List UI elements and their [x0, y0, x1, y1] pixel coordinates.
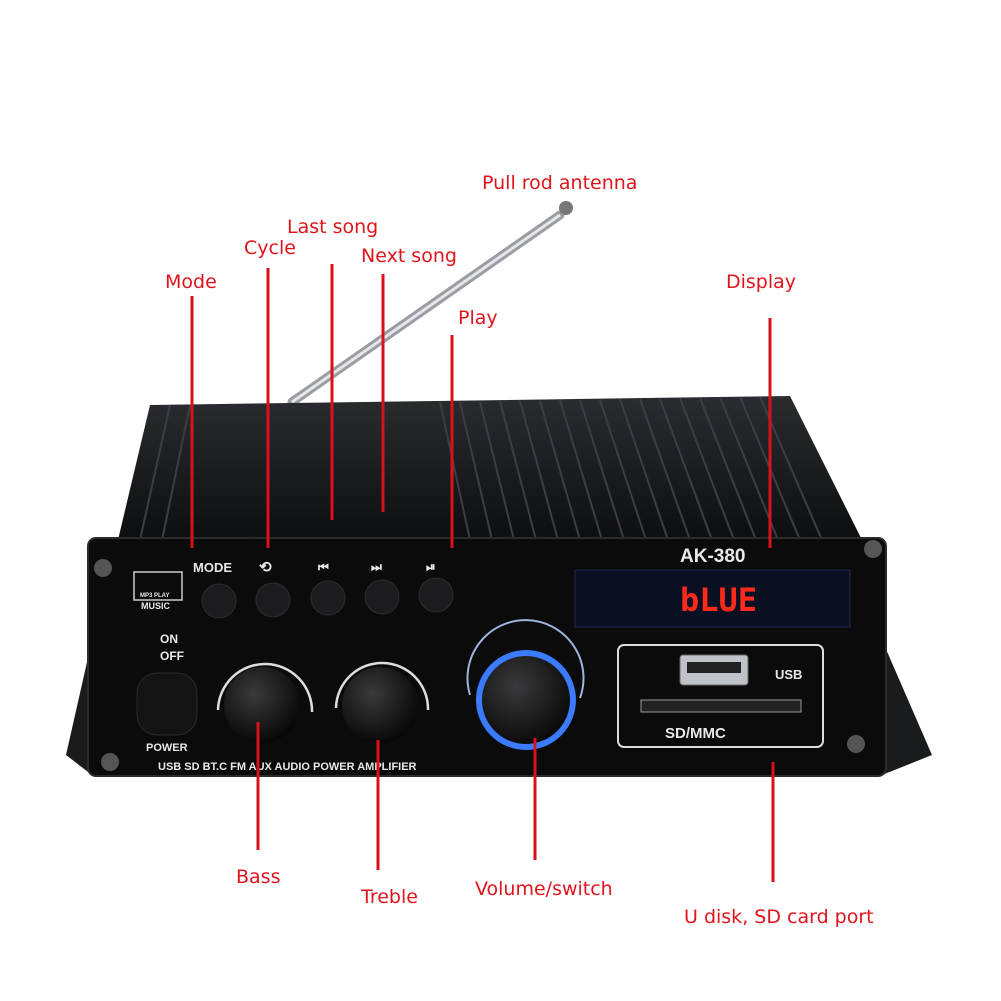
panel-screws	[94, 540, 882, 771]
power-button[interactable]	[136, 672, 198, 736]
display	[574, 569, 851, 628]
callout-antenna: Pull rod antenna	[482, 172, 637, 194]
off-label: OFF	[160, 649, 184, 663]
repeat-icon: ⟲	[259, 559, 272, 576]
mode-label: MODE	[193, 560, 232, 575]
footer-text: USB SD BT.C FM AUX AUDIO POWER AMPLIFIER	[158, 761, 417, 773]
sd-label: SD/MMC	[665, 725, 726, 742]
callout-bass: Bass	[236, 866, 280, 888]
next-icon: ⏭	[371, 560, 382, 574]
port-panel	[617, 644, 824, 748]
treble-knob[interactable]	[342, 667, 418, 743]
callout-cycle: Cycle	[244, 237, 296, 259]
cycle-button[interactable]	[255, 582, 291, 618]
heatsink-top	[118, 396, 862, 541]
music-label: MUSIC	[141, 601, 171, 611]
play-pause-icon: ⏯	[426, 560, 436, 574]
model-label: AK-380	[680, 546, 745, 567]
mounting-bracket-right	[882, 640, 932, 775]
mp3-logo	[133, 571, 183, 601]
leader-lines	[190, 264, 775, 882]
callout-port: U disk, SD card port	[684, 906, 874, 928]
callout-last-song: Last song	[287, 216, 378, 238]
sd-slot[interactable]	[640, 699, 802, 713]
callout-play: Play	[458, 307, 498, 329]
previous-icon: ⏮	[318, 560, 329, 574]
power-label: POWER	[146, 742, 188, 754]
mounting-bracket-left	[66, 640, 92, 775]
play-button[interactable]	[418, 577, 454, 613]
bass-knob[interactable]	[224, 667, 300, 743]
on-label: ON	[160, 632, 178, 646]
last-song-button[interactable]	[310, 580, 346, 616]
callout-display: Display	[726, 271, 796, 293]
callout-mode: Mode	[165, 271, 217, 293]
next-song-button[interactable]	[364, 579, 400, 615]
callout-next-song: Next song	[361, 245, 457, 267]
callout-treble: Treble	[360, 886, 418, 908]
mode-button[interactable]	[201, 583, 237, 619]
volume-knob[interactable]	[476, 650, 576, 750]
callout-volume: Volume/switch	[475, 878, 613, 900]
usb-label: USB	[775, 667, 802, 682]
display-text: bLUE	[680, 581, 757, 619]
svg-text:MP3 PLAY: MP3 PLAY	[140, 593, 169, 599]
